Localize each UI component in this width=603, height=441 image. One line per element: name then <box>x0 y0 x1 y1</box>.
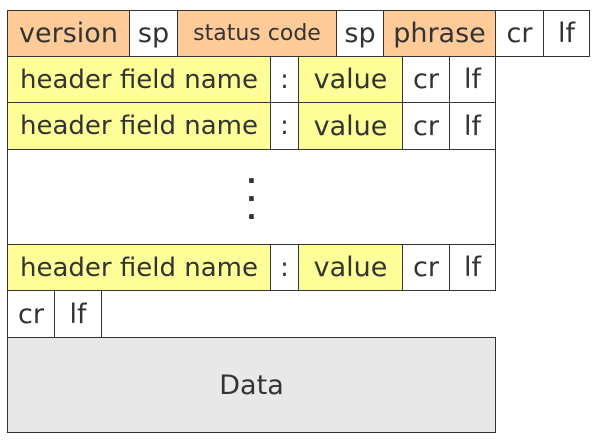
header-value-cell: value <box>298 244 403 291</box>
status-sp1-cell: sp <box>129 10 178 57</box>
header-value-cell: value <box>298 102 403 150</box>
header-colon-cell: : <box>270 244 299 291</box>
status-sp2-cell: sp <box>336 10 384 57</box>
body-data-cell: Data <box>7 337 496 433</box>
header-colon-cell: : <box>270 102 299 150</box>
blank-line-cr-cell: cr <box>7 290 55 338</box>
header-cr-cell: cr <box>402 244 450 291</box>
blank-line-lf-cell: lf <box>54 290 102 338</box>
header-colon-cell: : <box>270 56 299 103</box>
header-field-name-cell: header field name <box>7 102 271 150</box>
header-lf-cell: lf <box>449 56 496 103</box>
status-cr-cell: cr <box>495 10 544 57</box>
status-code-cell: status code <box>177 10 337 57</box>
header-cr-cell: cr <box>402 102 450 150</box>
header-field-name-cell: header field name <box>7 244 271 291</box>
ellipsis-dot: . <box>246 160 257 190</box>
status-version-cell: version <box>7 10 130 57</box>
header-value-cell: value <box>298 56 403 103</box>
ellipsis-dot: . <box>246 196 257 226</box>
status-phrase-cell: phrase <box>383 10 496 57</box>
repeated-headers-ellipsis: . . . <box>7 149 496 245</box>
header-lf-cell: lf <box>449 244 496 291</box>
header-field-name-cell: header field name <box>7 56 271 103</box>
header-cr-cell: cr <box>402 56 450 103</box>
ellipsis-dot: . <box>246 178 257 208</box>
status-lf-cell: lf <box>543 10 590 57</box>
header-lf-cell: lf <box>449 102 496 150</box>
